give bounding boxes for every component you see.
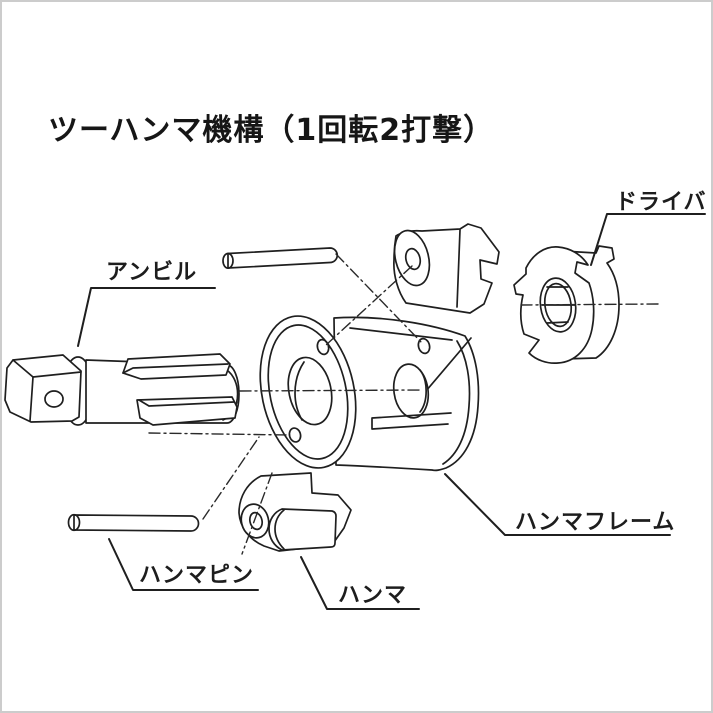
- hammer-frame-drawing: [259, 315, 480, 472]
- hammer-bottom-drawing: [238, 472, 352, 552]
- label-hammer-frame: ハンマフレーム: [515, 510, 676, 535]
- label-anvil: アンビル: [106, 260, 198, 285]
- hammer-frame-leader: [444, 473, 671, 536]
- driver-drawing: [513, 245, 620, 364]
- hammer-pin-top-drawing: [222, 247, 339, 269]
- diagram-title: ツーハンマ機構（1回転2打撃）: [48, 113, 495, 148]
- anvil-drawing: [4, 353, 240, 426]
- leader-lines: [77, 213, 706, 610]
- label-driver: ドライバ: [615, 190, 707, 215]
- hammer-leader: [300, 556, 420, 610]
- anvil-leader: [77, 287, 216, 347]
- label-hammer: ハンマ: [338, 583, 408, 608]
- label-hammer-pin: ハンマピン: [139, 563, 255, 588]
- driver-leader: [590, 213, 706, 266]
- hammer-pin-leader: [108, 538, 259, 591]
- hammer-top-drawing: [393, 223, 500, 314]
- assembly-axis-lines: [148, 253, 659, 555]
- hammer-pin-bottom-drawing: [67, 513, 200, 532]
